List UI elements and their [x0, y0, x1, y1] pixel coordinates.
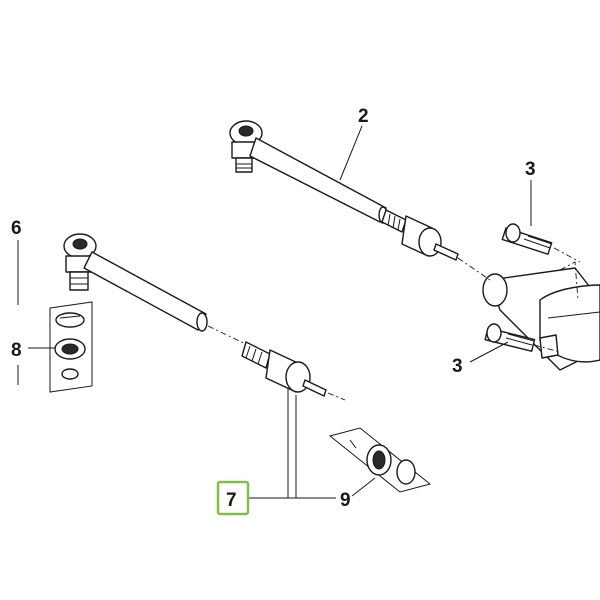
callout-2[interactable]: 2 — [358, 106, 369, 127]
upper-tie-rod — [229, 120, 491, 281]
bolt-upper — [501, 223, 581, 263]
callout-9[interactable]: 9 — [340, 490, 351, 511]
seal-kit-9 — [328, 427, 432, 493]
callout-3-top[interactable]: 3 — [525, 159, 536, 180]
lower-tie-rod — [63, 233, 346, 401]
callout-8[interactable]: 8 — [11, 340, 22, 361]
leader-lines — [17, 125, 532, 499]
callout-7[interactable]: 7 — [226, 490, 237, 511]
highlight-box — [216, 480, 250, 516]
seal-kit-8 — [49, 301, 93, 393]
callout-3-bottom[interactable]: 3 — [452, 356, 463, 377]
bolt-lower — [484, 323, 561, 353]
steering-cylinder — [482, 261, 600, 371]
callout-6[interactable]: 6 — [11, 218, 22, 239]
